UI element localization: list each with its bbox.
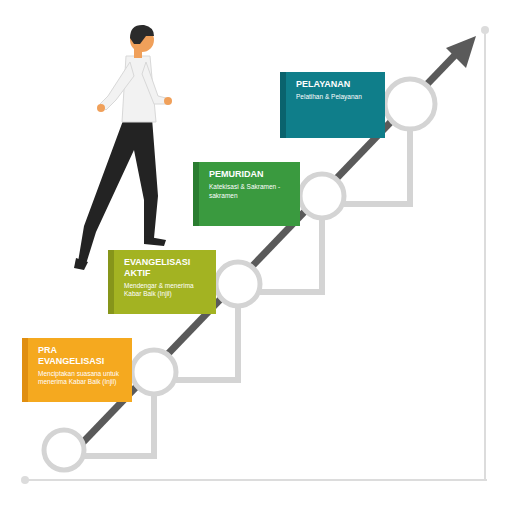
heading: PELAYANAN: [296, 79, 377, 90]
axis-line: [25, 479, 487, 481]
stage-box: EVANGELISASI AKTIF Mendengar & menerima K…: [108, 250, 216, 314]
arrow-head: [446, 36, 476, 68]
walking-person: [74, 25, 172, 270]
stage-box: PEMURIDAN Katekisasi & Sakramen - sakrame…: [193, 162, 300, 226]
heading: PRA EVANGELISASI: [38, 345, 124, 367]
step-lines: [84, 129, 410, 456]
axis-dot: [481, 26, 489, 34]
axis-line: [484, 30, 486, 480]
stage-box: PRA EVANGELISASI Menciptakan suasana untu…: [22, 338, 132, 402]
body-text: Mendengar & menerima Kabar Baik (Injil): [124, 282, 208, 300]
body-text: Pelatihan & Pelayanan: [296, 93, 377, 102]
heading: EVANGELISASI AKTIF: [124, 257, 208, 279]
body-text: Menciptakan suasana untuk menerima Kabar…: [38, 370, 124, 388]
body-text: Katekisasi & Sakramen - sakramen: [209, 183, 292, 201]
axis-dot: [21, 476, 29, 484]
heading: PEMURIDAN: [209, 169, 292, 180]
stage-box: PELAYANAN Pelatihan & Pelayanan: [280, 72, 385, 138]
